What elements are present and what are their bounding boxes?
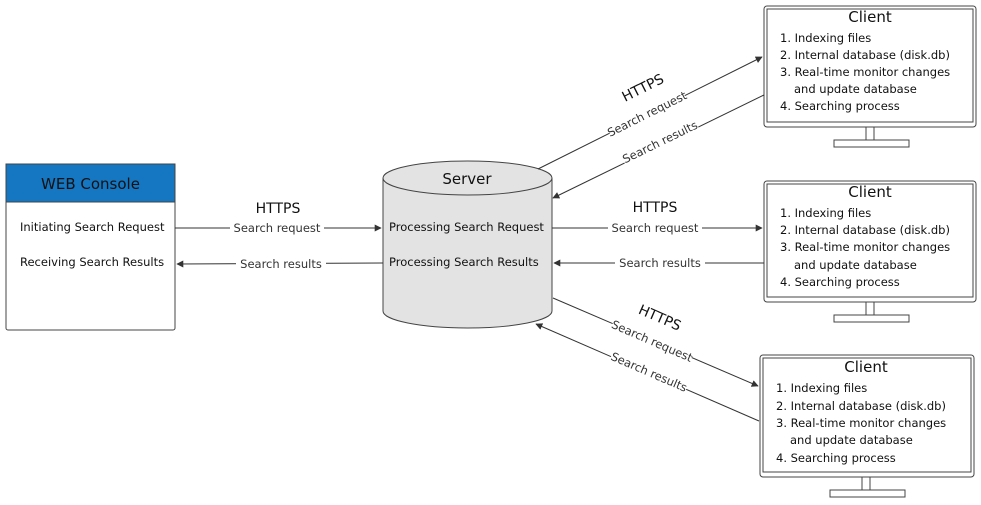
web-console-title: WEB Console <box>41 175 140 193</box>
server-item-results: Processing Search Results <box>389 255 539 269</box>
web-console-item-results: Receiving Search Results <box>20 255 164 269</box>
server-cylinder: Server Processing Search Request Process… <box>382 160 553 329</box>
search-request-label-client-2: Search request <box>612 221 699 235</box>
web-console-header <box>5 163 176 203</box>
client-3-title: Client <box>844 358 888 376</box>
client-monitor-3: Client 1. Indexing files 2. Internal dat… <box>759 354 975 498</box>
server-title: Server <box>442 170 492 188</box>
https-label-client-2: HTTPS <box>633 200 678 216</box>
client-1-title: Client <box>848 8 892 26</box>
client-2-item-2: 2. Internal database (disk.db) <box>780 223 950 237</box>
client-3-item-3b: and update database <box>790 433 913 447</box>
client-3-item-3: 3. Real-time monitor changes <box>776 416 946 430</box>
edge-server-client-1: Search request Search results HTTPS <box>537 56 765 199</box>
client-2-item-1: 1. Indexing files <box>780 206 871 220</box>
client-2-item-4: 4. Searching process <box>780 275 900 289</box>
client-monitor-2: Client 1. Indexing files 2. Internal dat… <box>763 180 977 323</box>
client-3-item-2: 2. Internal database (disk.db) <box>776 399 946 413</box>
https-label-console: HTTPS <box>256 201 301 217</box>
client-3-item-1: 1. Indexing files <box>776 381 867 395</box>
client-2-item-3: 3. Real-time monitor changes <box>780 240 950 254</box>
client-2-item-3b: and update database <box>794 258 917 272</box>
edge-server-client-3: Search request Search results HTTPS <box>535 297 760 422</box>
edge-console-server: HTTPS Search request Search results <box>175 201 384 271</box>
server-item-request: Processing Search Request <box>389 220 544 234</box>
edge-server-client-2: HTTPS Search request Search results <box>552 200 764 271</box>
client-1-item-1: 1. Indexing files <box>780 31 871 45</box>
client-1-item-3: 3. Real-time monitor changes <box>780 65 950 79</box>
client-1-item-3b: and update database <box>794 82 917 96</box>
web-console-item-request: Initiating Search Request <box>20 220 165 234</box>
search-results-label-client-2: Search results <box>619 256 701 270</box>
client-2-title: Client <box>848 183 892 201</box>
search-results-label-console: Search results <box>240 257 322 271</box>
search-request-label-console: Search request <box>234 221 321 235</box>
client-1-item-4: 4. Searching process <box>780 99 900 113</box>
client-monitor-1: Client 1. Indexing files 2. Internal dat… <box>763 5 977 148</box>
client-3-item-4: 4. Searching process <box>776 451 896 465</box>
web-console-box: WEB Console Initiating Search Request Re… <box>5 163 176 331</box>
client-1-item-2: 2. Internal database (disk.db) <box>780 48 950 62</box>
